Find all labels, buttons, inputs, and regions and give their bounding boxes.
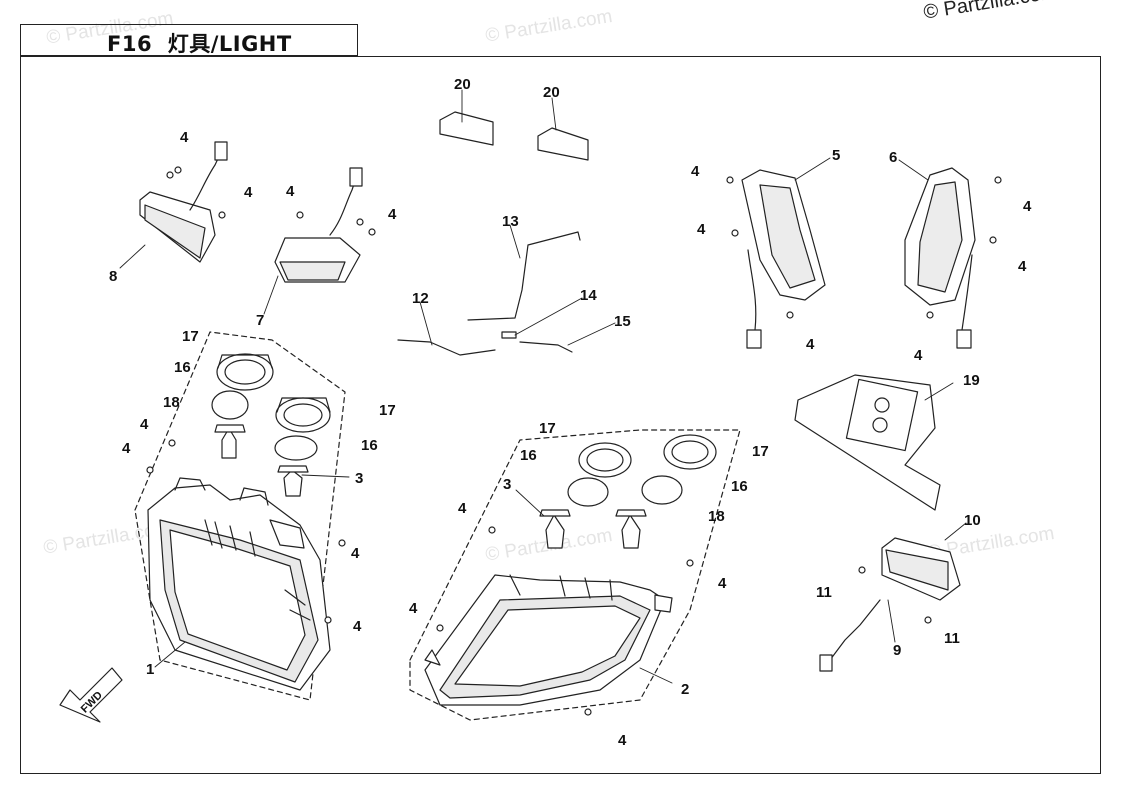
callout-number: 5	[832, 147, 840, 164]
diagram-frame	[20, 56, 1101, 774]
callout-number: 4	[140, 416, 149, 433]
callout-number: 4	[718, 575, 727, 592]
callout-labels: 1 2 3 3 4 4 4 4 4 4 4 4 4 4 4 4 4 4 4 4 …	[79, 76, 1032, 749]
fwd-direction-arrow	[59, 667, 123, 723]
callout-number: 4	[353, 618, 362, 635]
callout-number: 13	[502, 213, 519, 230]
callout-number: 16	[731, 478, 748, 495]
callout-number: 4	[244, 184, 253, 201]
side-lamp-parts[interactable]	[741, 167, 976, 349]
page-title: F16 灯具/LIGHT	[107, 32, 292, 56]
callout-number: 12	[412, 290, 429, 307]
callout-number: 18	[708, 508, 725, 525]
callout-number: 3	[503, 476, 511, 493]
callout-number: 6	[889, 149, 897, 166]
callout-number: 20	[543, 84, 560, 101]
callout-number: 4	[1018, 258, 1027, 275]
callout-number: 17	[752, 443, 769, 460]
callout-number: 3	[355, 470, 363, 487]
callout-number: 14	[580, 287, 597, 304]
callout-number: 4	[122, 440, 131, 457]
callout-number: 4	[286, 183, 295, 200]
callout-number: 4	[458, 500, 467, 517]
callout-number: 10	[964, 512, 981, 529]
callout-number: 4	[351, 545, 360, 562]
callout-number: 4	[697, 221, 706, 238]
left-headlight-part[interactable]	[134, 331, 346, 701]
callout-number: 19	[963, 372, 980, 389]
title-box: F16 灯具/LIGHT	[20, 24, 358, 56]
callout-number: 16	[361, 437, 378, 454]
callout-number: 11	[816, 584, 832, 601]
callout-number: 4	[691, 163, 700, 180]
callout-number: 17	[182, 328, 199, 345]
callout-number: 4	[914, 347, 923, 364]
callout-number: 4	[806, 336, 815, 353]
pad-parts[interactable]	[439, 111, 589, 161]
callout-number: 4	[618, 732, 627, 749]
callout-number: 4	[180, 129, 189, 146]
callout-number: 16	[520, 447, 537, 464]
tail-lamp-part[interactable]	[819, 537, 961, 672]
callout-number: 20	[454, 76, 471, 93]
callout-number: 8	[109, 268, 117, 285]
callout-number: 7	[256, 312, 264, 329]
small-lamp-parts[interactable]	[139, 141, 363, 283]
callout-number: 4	[1023, 198, 1032, 215]
screw-parts[interactable]	[146, 166, 1002, 716]
callout-number: 4	[409, 600, 418, 617]
left-bulb-parts[interactable]	[211, 353, 331, 497]
callout-number: 16	[174, 359, 191, 376]
right-headlight-part[interactable]	[409, 429, 741, 721]
callout-number: 18	[163, 394, 180, 411]
leader-lines	[119, 89, 967, 684]
callout-number: 11	[944, 630, 960, 647]
bracket-rod-parts[interactable]	[397, 231, 581, 356]
callout-number: 9	[893, 642, 901, 659]
callout-number: 1	[146, 661, 154, 678]
right-bulb-parts[interactable]	[539, 434, 717, 549]
callout-number: 2	[681, 681, 689, 698]
callout-number: 15	[614, 313, 631, 330]
callout-number: 4	[388, 206, 397, 223]
license-bracket-part[interactable]	[794, 374, 941, 511]
callout-number: 17	[539, 420, 556, 437]
callout-number: 17	[379, 402, 396, 419]
